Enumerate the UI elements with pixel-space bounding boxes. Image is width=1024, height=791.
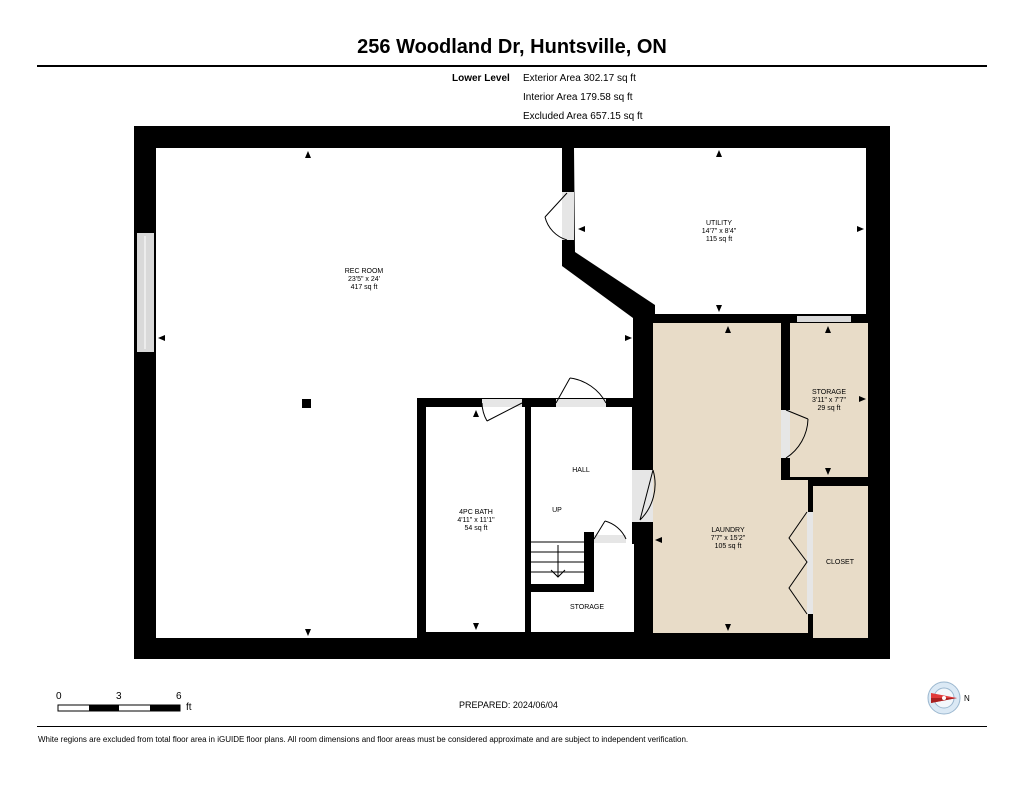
storage-right-name: STORAGE [812, 389, 846, 396]
excluded-area: Excluded Area 657.15 sq ft [523, 111, 643, 122]
door-hall-opening [556, 399, 606, 407]
door-laundry-swing [639, 469, 656, 521]
laundry-name: LAUNDRY [711, 527, 745, 534]
compass-icon [927, 681, 961, 715]
storage-right-area [790, 323, 868, 477]
stair-direction-arrow [550, 545, 566, 578]
door-utility-opening [562, 192, 574, 240]
storage-right-dims: 3'11" x 7'7" [812, 397, 846, 404]
scale-tick-0: 0 [56, 691, 62, 702]
stairs-up-label: UP [552, 507, 562, 514]
rec-room-area: 417 sq ft [351, 284, 378, 291]
closet-name: CLOSET [826, 559, 855, 566]
exterior-area: Exterior Area 302.17 sq ft [523, 73, 636, 84]
compass-north-label: N [964, 694, 970, 703]
door-utility-swing [544, 192, 568, 241]
rec-room-area [156, 148, 633, 638]
rec-room-name: REC ROOM [345, 268, 384, 275]
window-storage [797, 316, 851, 322]
area-summary: Exterior Area 302.17 sq ft Interior Area… [523, 69, 643, 126]
utility-name: UTILITY [706, 220, 732, 227]
footer-rule [37, 726, 987, 727]
door-bath-swing [481, 402, 523, 422]
laundry-dims: 7'7" x 15'2" [711, 535, 746, 542]
scale-bar [57, 704, 181, 712]
hall-area [531, 407, 632, 532]
prepared-date: PREPARED: 2024/06/04 [459, 700, 558, 710]
storage-right-area-text: 29 sq ft [818, 405, 841, 412]
door-closet-opening [807, 512, 813, 614]
disclaimer: White regions are excluded from total fl… [38, 735, 689, 744]
door-laundry-opening [632, 470, 653, 522]
scale-tick-3: 3 [116, 691, 122, 702]
closet-area [813, 486, 868, 638]
scale-unit: ft [186, 702, 192, 713]
hall-name: HALL [572, 467, 590, 474]
door-storage-under-opening [594, 535, 626, 543]
laundry-area-text: 105 sq ft [715, 543, 742, 550]
utility-area [574, 148, 866, 314]
door-storage-right-swing [785, 409, 809, 459]
bath-area [426, 407, 525, 632]
laundry-lower [653, 480, 808, 633]
bath-dims: 4'11" x 11'1" [457, 517, 495, 524]
support-column [302, 399, 311, 408]
dimension-markers [158, 150, 866, 636]
storage-under-name: STORAGE [570, 604, 604, 611]
level-label: Lower Level [452, 73, 510, 84]
door-hall-swing [555, 377, 607, 404]
utility-area-text: 115 sq ft [706, 236, 732, 243]
storage-under-ext [594, 544, 634, 594]
interior-area: Interior Area 179.58 sq ft [523, 92, 633, 103]
utility-dims: 14'7" x 8'4" [702, 228, 737, 235]
header-rule [37, 65, 987, 67]
door-closet-bifold [788, 511, 808, 615]
door-bath-opening [482, 399, 522, 407]
scale-tick-6: 6 [176, 691, 182, 702]
rec-room-dims: 23'5" x 24' [348, 276, 380, 283]
bath-name: 4PC BATH [459, 509, 493, 516]
door-storage-right-opening [781, 410, 790, 458]
storage-under-area [531, 592, 634, 632]
bath-area-text: 54 sq ft [465, 525, 488, 532]
property-address: 256 Woodland Dr, Huntsville, ON [357, 36, 667, 58]
door-storage-under-swing [593, 520, 627, 540]
